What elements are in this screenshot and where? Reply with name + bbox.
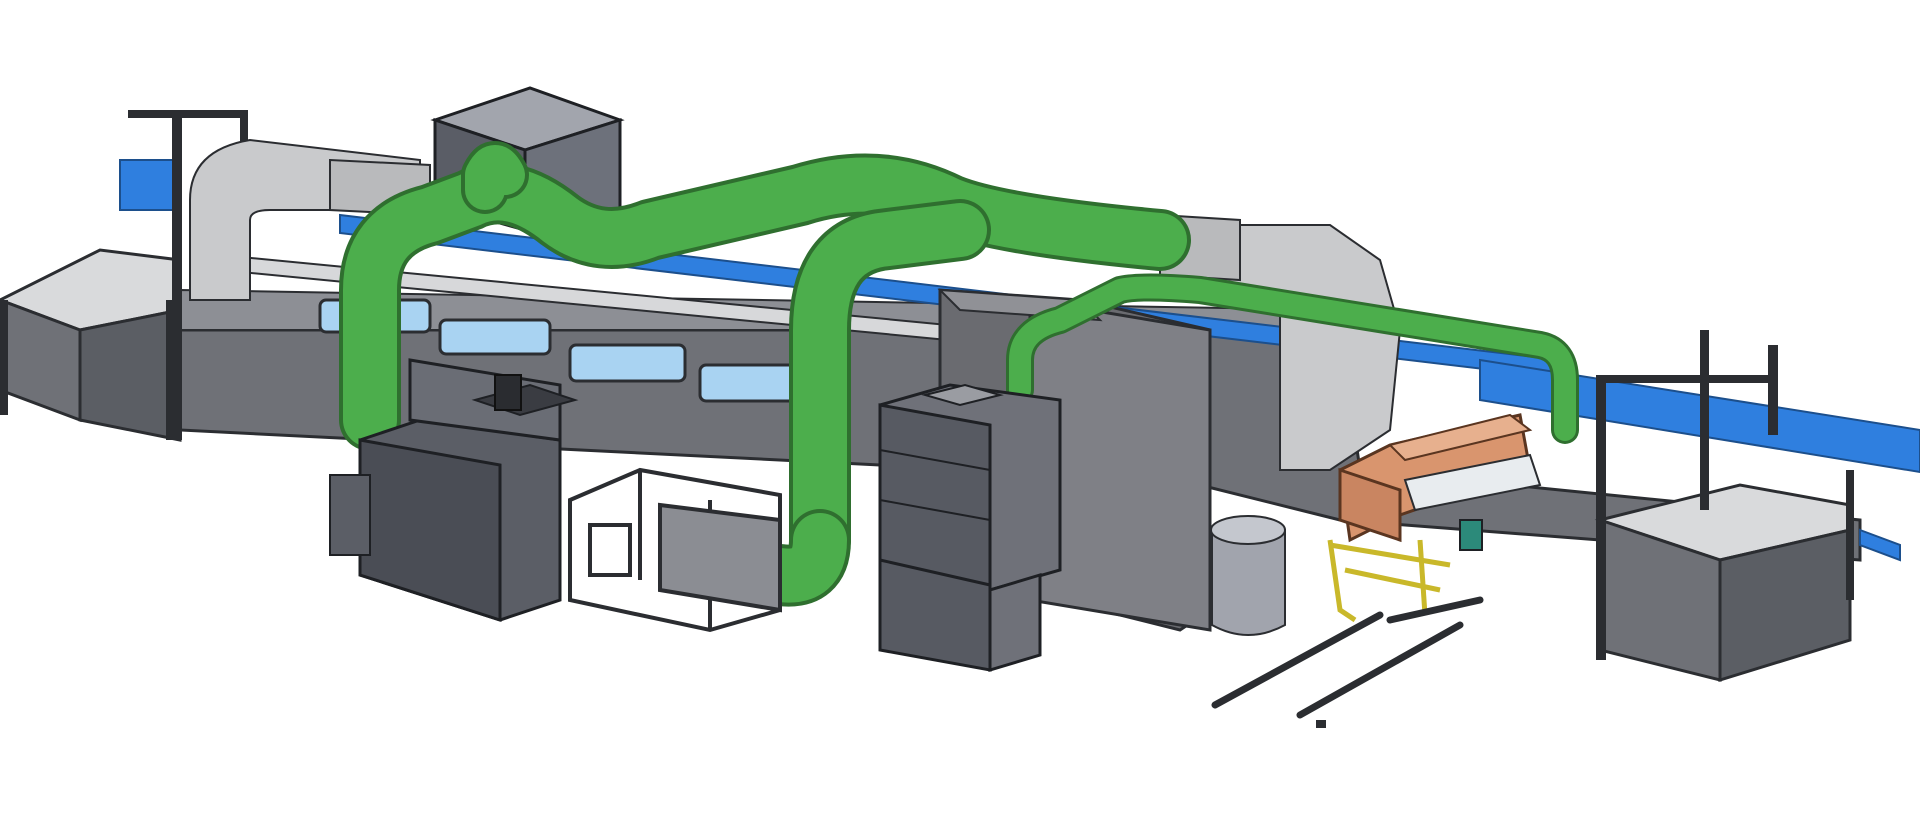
left-loading-table — [0, 110, 248, 442]
right-conveyor-arm — [1846, 470, 1901, 600]
right-unloading-table — [1594, 330, 1852, 683]
green-extraction-duct — [339, 141, 1579, 607]
copper-processing-head — [1338, 413, 1542, 551]
dust-collector-unit — [329, 358, 579, 623]
floor-rails — [1211, 596, 1484, 728]
open-frame-housing — [568, 467, 782, 633]
yellow-gantry-frame — [1327, 539, 1451, 623]
electrical-cabinet-stack — [878, 383, 1062, 673]
cylindrical-drum — [1210, 515, 1286, 636]
